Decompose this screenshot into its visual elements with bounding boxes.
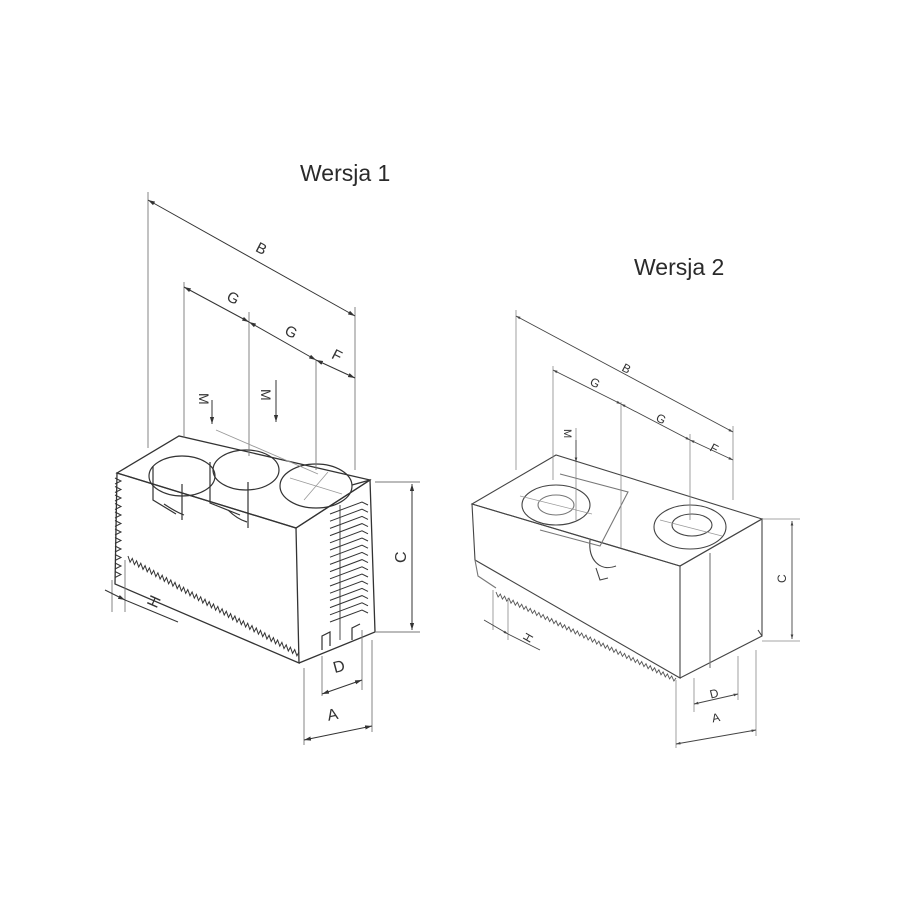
v1-end-ridge (329, 530, 369, 544)
v1-serrations-end (329, 501, 369, 623)
v1-label-G1: G (224, 288, 242, 308)
v1-end-ridge (329, 559, 369, 573)
v2-label-A: A (710, 710, 721, 725)
v2-serrations-bottom (495, 591, 677, 682)
version-1-title: Wersja 1 (300, 160, 391, 186)
v2-dimensions (483, 315, 794, 745)
v1-dimensions (104, 199, 415, 741)
v1-label-F: F (329, 346, 345, 365)
v2-label-F: F (708, 441, 721, 457)
v1-jaw-body (114, 435, 376, 664)
v1-label-M1: M (196, 393, 212, 405)
version-1-drawing: B G G F M M C H D A (104, 192, 420, 745)
v2-label-M: M (561, 429, 573, 438)
v2-label-D: D (708, 686, 720, 702)
v1-end-ridge (329, 609, 369, 623)
v2-label-H: H (520, 630, 536, 645)
v1-label-H: H (145, 593, 165, 610)
v1-bottom-slot (321, 623, 361, 650)
v1-end-ridge (329, 501, 369, 515)
version-2-title: Wersja 2 (634, 254, 725, 280)
v1-label-C: C (393, 551, 410, 563)
v1-dimension-lines (111, 192, 420, 745)
v1-label-A: A (326, 706, 340, 725)
v1-label-D: D (331, 658, 347, 677)
v1-end-ridge (329, 537, 369, 551)
v2-label-B: B (620, 361, 634, 377)
v1-serrations-bottom (127, 555, 300, 658)
v2-jaw-body (470, 454, 764, 679)
v1-holes (148, 449, 353, 509)
v1-slots (152, 462, 249, 528)
v1-end-ridge (329, 515, 369, 529)
version-2-drawing: B G G F M C H D A (470, 310, 800, 748)
v1-label-M2: M (258, 389, 274, 401)
v1-end-ridge (329, 551, 369, 565)
v1-end-ridge (329, 523, 369, 537)
v1-end-ridge (329, 602, 369, 616)
v1-end-ridge (329, 573, 369, 587)
v1-serrations-left (114, 477, 123, 578)
v1-end-ridge (329, 595, 369, 609)
v2-label-G2: G (654, 411, 669, 428)
v1-end-ridge (329, 544, 369, 558)
v1-end-ridge (329, 580, 369, 594)
v1-end-ridge (329, 587, 369, 601)
v1-hole-2 (212, 449, 280, 491)
v2-dimension-lines (492, 310, 800, 748)
v1-label-B: B (253, 239, 270, 259)
v1-end-ridge (329, 566, 369, 580)
v1-label-G2: G (282, 322, 300, 342)
v2-hole-1 (521, 484, 591, 526)
v1-end-ridge (329, 508, 369, 522)
v2-hole-3 (671, 513, 713, 537)
v2-label-C: C (775, 574, 789, 583)
